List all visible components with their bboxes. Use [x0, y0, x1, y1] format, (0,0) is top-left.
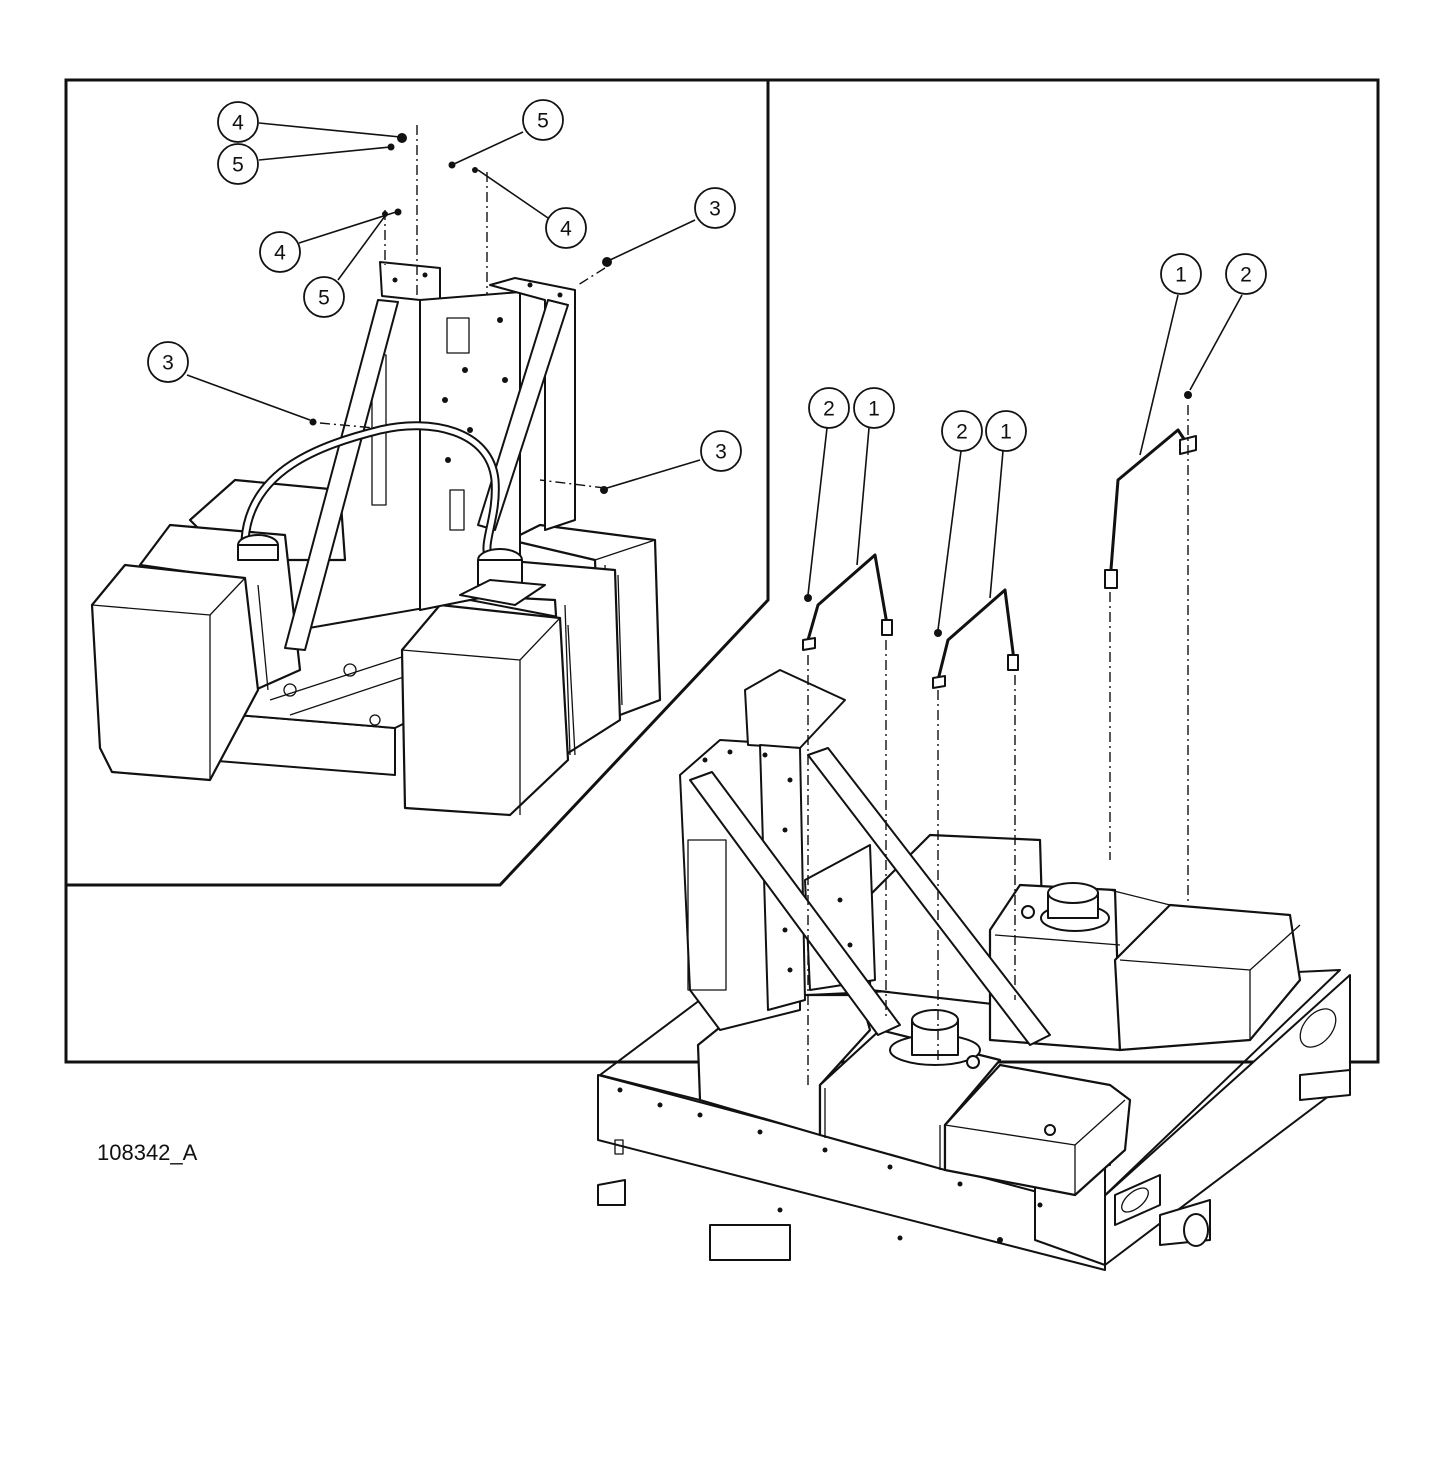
svg-text:1: 1	[1000, 421, 1012, 444]
detail-view-divider	[66, 80, 770, 887]
main-brace-left	[689, 771, 901, 1036]
svg-text:4: 4	[560, 218, 572, 241]
svg-text:2: 2	[956, 421, 968, 444]
callout-4-b: 4	[545, 207, 587, 249]
svg-text:3: 3	[709, 198, 721, 221]
main-brace-right	[807, 747, 1051, 1046]
strap-middle	[936, 588, 1017, 682]
leader-lines	[186, 122, 1243, 631]
callout-1-c: 1	[985, 410, 1027, 452]
svg-text:4: 4	[274, 242, 286, 265]
callout-2-a: 2	[1225, 253, 1267, 295]
svg-text:5: 5	[318, 287, 330, 310]
callout-3-a: 3	[694, 187, 736, 229]
callout-5-a: 5	[217, 143, 259, 185]
callout-4-a: 4	[217, 101, 259, 143]
svg-text:3: 3	[162, 352, 174, 375]
callout-5-b: 5	[522, 99, 564, 141]
callout-3-b: 3	[147, 341, 189, 383]
main-tank-front-right	[943, 1063, 1132, 1197]
callout-1-a: 1	[1160, 253, 1202, 295]
callout-4-c: 4	[259, 231, 301, 273]
svg-text:3: 3	[715, 441, 727, 464]
callout-3-c: 3	[700, 430, 742, 472]
strap-left	[806, 553, 890, 642]
svg-text:1: 1	[1175, 264, 1187, 287]
main-skid-left	[709, 1224, 791, 1261]
svg-text:2: 2	[1240, 264, 1252, 287]
callout-2-b: 2	[808, 387, 850, 429]
detail-brace-left	[284, 299, 399, 651]
svg-text:4: 4	[232, 112, 244, 135]
main-view	[597, 391, 1351, 1271]
detail-tank-front-left	[90, 563, 260, 782]
callout-5-c: 5	[303, 276, 345, 318]
strap-right	[1108, 428, 1192, 584]
main-tank-back-right	[1113, 903, 1302, 1052]
detail-brace-right	[477, 299, 569, 531]
svg-text:5: 5	[537, 110, 549, 133]
callout-1-b: 1	[853, 387, 895, 429]
main-tower-top-plate	[744, 669, 846, 749]
svg-text:2: 2	[823, 398, 835, 421]
callout-2-c: 2	[941, 410, 983, 452]
detail-view	[90, 125, 662, 817]
drawing-number: 108342_A	[97, 1140, 198, 1165]
svg-text:1: 1	[868, 398, 880, 421]
svg-text:5: 5	[232, 154, 244, 177]
